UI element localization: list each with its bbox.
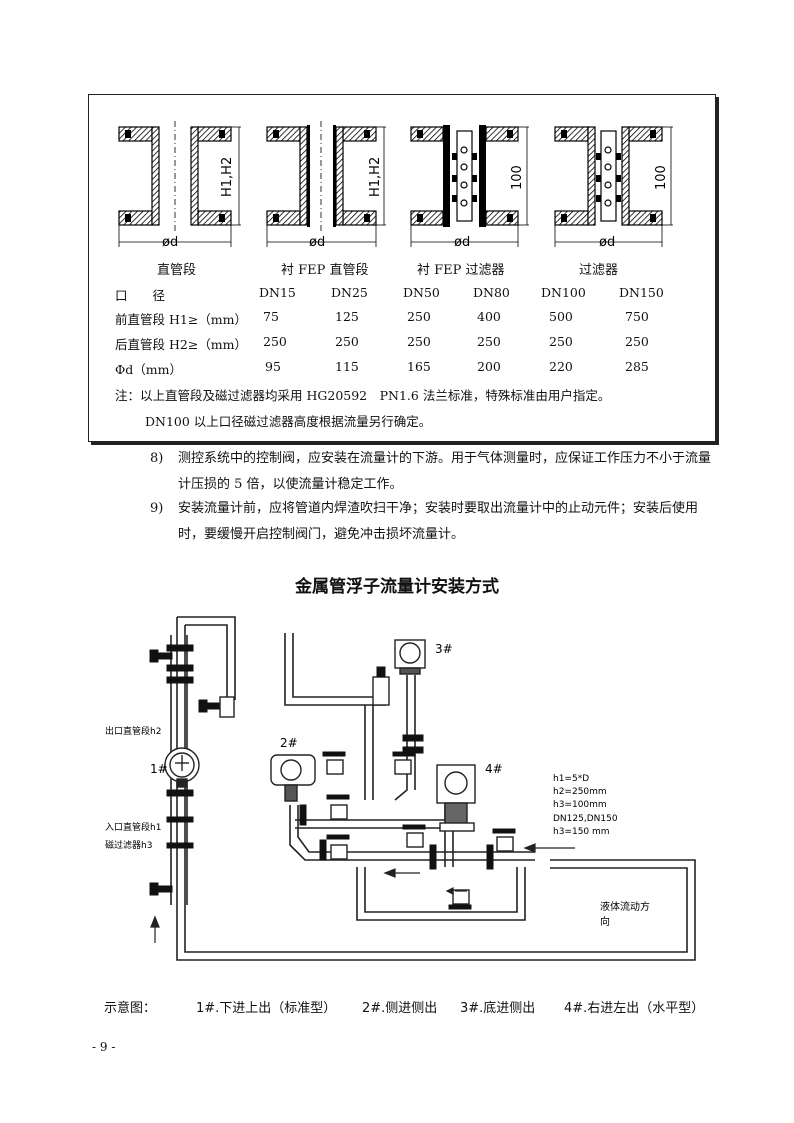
spec-line: h1=5*D	[553, 774, 589, 784]
row-label: 口 径	[115, 288, 166, 303]
figure-1-height-label: H1,H2	[220, 157, 235, 197]
page-number: - 9 -	[92, 1040, 116, 1054]
cell: 250	[263, 334, 287, 349]
caption-item-3: 3#.底进侧出	[460, 1001, 536, 1016]
label-magnetic-filter: 磁过滤器h3	[105, 839, 152, 851]
note-line-2: DN100 以上口径磁过滤器高度根据流量另行确定。	[145, 414, 432, 429]
diagram-title: 金属管浮子流量计安装方式	[295, 577, 499, 597]
cell: DN80	[473, 285, 510, 300]
cell: 500	[549, 309, 573, 324]
cell: 250	[407, 334, 431, 349]
figure-filter: 100 ød	[554, 126, 673, 250]
cell: 285	[625, 359, 649, 374]
spec-line: DN125,DN150	[553, 814, 618, 824]
meter-tag-2: 2#	[280, 736, 298, 750]
meter-tag-4: 4#	[485, 762, 503, 776]
cell: 400	[477, 309, 501, 324]
figure-2-dia-label: ød	[309, 235, 325, 250]
meter-tag-3: 3#	[435, 642, 453, 656]
figure-4-height-label: 100	[654, 165, 669, 190]
cell: 165	[407, 359, 431, 374]
cell: DN100	[541, 285, 586, 300]
item-text: 安装流量计前，应将管道内焊渣吹扫干净；安装时要取出流量计中的止动元件；安装后使用…	[178, 501, 699, 542]
label-inlet-pipe: 入口直管段h1	[105, 821, 161, 833]
flow-direction-label-cont: 向	[600, 915, 610, 928]
cell: 250	[477, 334, 501, 349]
spec-line: h2=250mm	[553, 787, 607, 797]
figure-2-height-label: H1,H2	[368, 157, 383, 197]
figure-1-dia-label: ød	[162, 235, 178, 250]
cell: DN50	[403, 285, 440, 300]
cell: 250	[335, 334, 359, 349]
row-label: 前直管段 H1≥（mm）	[115, 312, 248, 327]
figure-3-dia-label: ød	[454, 235, 470, 250]
cell: 250	[549, 334, 573, 349]
table-row: 前直管段 H1≥（mm） 75 125 250 400 500 750	[115, 309, 705, 329]
spec-box: H1,H2 ød H1,H2 ød	[88, 94, 716, 442]
label-outlet-pipe: 出口直管段h2	[105, 725, 161, 737]
installation-diagram: 出口直管段h2 入口直管段h1 磁过滤器h3 1# 2# 3# 4# h1=5*…	[105, 616, 696, 961]
cell: 250	[407, 309, 431, 324]
table-row: Φd（mm） 95 115 165 200 220 285	[115, 359, 705, 379]
figure-caption-fep-straight: 衬 FEP 直管段	[281, 263, 369, 278]
cell: 75	[263, 309, 279, 324]
cell: DN150	[619, 285, 664, 300]
caption-item-1: 1#.下进上出（标准型）	[196, 1001, 337, 1016]
caption-item-4: 4#.右进左出（水平型）	[564, 1001, 705, 1016]
figure-caption-straight: 直管段	[157, 263, 197, 278]
figure-caption-fep-filter: 衬 FEP 过滤器	[417, 263, 505, 278]
cell: DN25	[331, 285, 368, 300]
pipe-section-figures: H1,H2 ød H1,H2 ød	[118, 121, 673, 250]
cell: 750	[625, 309, 649, 324]
figure-fep-filter: 100 ød	[410, 125, 529, 250]
spec-line: h3=100mm	[553, 800, 607, 810]
cell: DN15	[259, 285, 296, 300]
figure-4-dia-label: ød	[599, 235, 615, 250]
figure-straight-pipe: H1,H2 ød	[118, 121, 241, 250]
note-line-1: 注：以上直管段及磁过滤器均采用 HG20592 PN1.6 法兰标准，特殊标准由…	[115, 388, 611, 403]
item-number: 9)	[150, 501, 164, 516]
flow-direction-label: 液体流动方	[600, 900, 650, 913]
table-row: 口 径 DN15 DN25 DN50 DN80 DN100 DN150	[115, 285, 705, 305]
table-row: 后直管段 H2≥（mm） 250 250 250 250 250 250	[115, 334, 705, 354]
row-label: Φd（mm）	[115, 362, 182, 377]
figure-3-height-label: 100	[510, 165, 525, 190]
row-label: 后直管段 H2≥（mm）	[115, 337, 248, 352]
meter-tag-1: 1#	[150, 762, 168, 776]
list-item: 8) 测控系统中的控制阀，应安装在流量计的下游。用于气体测量时，应保证工作压力不…	[150, 446, 716, 500]
spec-line: h3=150 mm	[553, 827, 610, 837]
cell: 220	[549, 359, 573, 374]
item-text: 测控系统中的控制阀，应安装在流量计的下游。用于气体测量时，应保证工作压力不小于流…	[178, 451, 712, 492]
list-item: 9) 安装流量计前，应将管道内焊渣吹扫干净；安装时要取出流量计中的止动元件；安装…	[150, 496, 716, 550]
figure-caption-filter: 过滤器	[579, 263, 619, 278]
caption-prefix: 示意图：	[104, 1001, 157, 1016]
cell: 200	[477, 359, 501, 374]
figure-fep-pipe: H1,H2 ød	[266, 121, 386, 250]
cell: 115	[335, 359, 359, 374]
cell: 125	[335, 309, 359, 324]
cell: 95	[265, 359, 281, 374]
item-number: 8)	[150, 451, 164, 466]
cell: 250	[625, 334, 649, 349]
caption-item-2: 2#.侧进侧出	[362, 1001, 438, 1016]
